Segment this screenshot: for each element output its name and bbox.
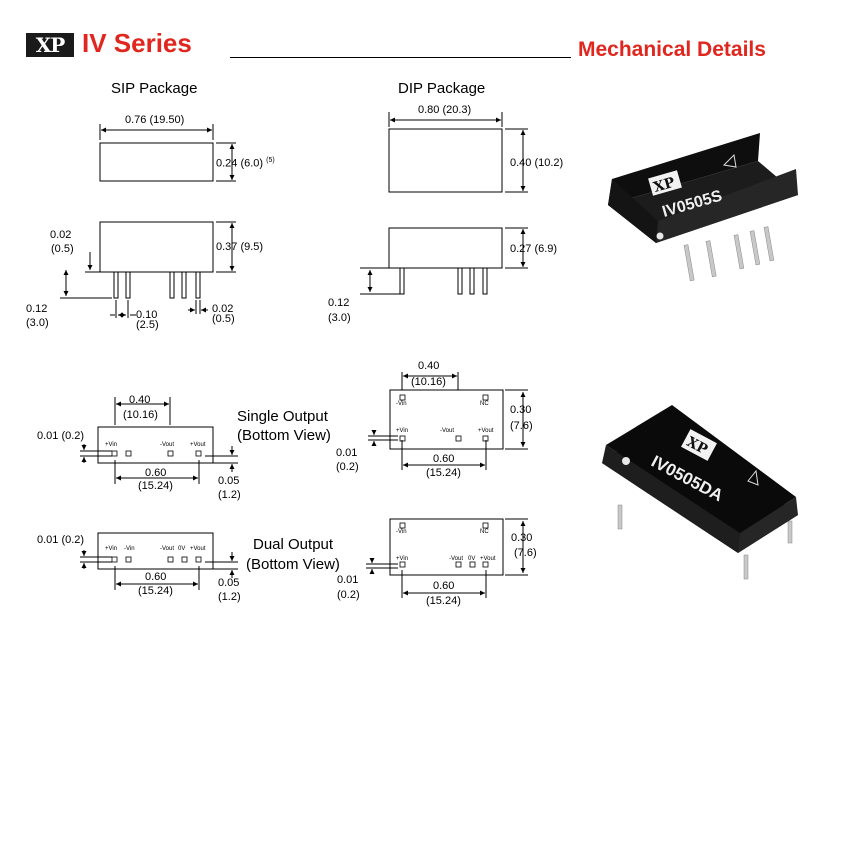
single-sip-edge-label: 0.05 <box>218 475 240 487</box>
single-sip-pin-pads <box>111 450 202 457</box>
dual-dip-pin-pads <box>399 522 489 568</box>
single-sip-pin-label: +Vin <box>105 442 118 448</box>
series-title: IV Series <box>82 28 192 58</box>
dip-width-label: 0.80 (20.3) <box>418 104 472 116</box>
dual-output-label: Dual Output <box>253 536 334 553</box>
dual-dip-pin-label: +Vin <box>396 556 409 562</box>
sip-photo-logo-box <box>648 170 682 196</box>
single-dip-offset-label: 0.01 <box>336 447 358 459</box>
single-dip-pin-label: +Vout <box>478 428 494 434</box>
single-dip-top-dim: 0.40 <box>418 360 440 372</box>
dip-photo-logo-box <box>681 429 717 461</box>
single-dip-side-label: 0.30 <box>510 404 532 416</box>
single-dip-pin-pads <box>399 394 489 442</box>
dip-pin-length-mm-label: (3.0) <box>328 312 351 324</box>
single-dip-pin-label: -Vin <box>396 401 407 407</box>
dual-sip-pin-pads <box>111 556 202 563</box>
sip-pitch-mm-label: (2.5) <box>136 319 159 331</box>
sip-side-height-label: 0.37 (9.5) <box>216 241 264 253</box>
single-sip-top-dim-mm: (10.16) <box>123 409 158 421</box>
sip-standoff-mm-label: (0.5) <box>51 243 74 255</box>
dip-side-body <box>388 227 503 269</box>
sip-height-label: 0.24 (6.0) (5) <box>216 157 275 170</box>
single-dip-bottom-dim-mm: (15.24) <box>426 467 461 479</box>
single-sip-bottom-body <box>97 426 214 464</box>
single-dip-bottom-body <box>389 389 504 450</box>
dip-side-height-label: 0.27 (6.9) <box>510 243 558 255</box>
sip-package-title: SIP Package <box>111 80 198 97</box>
section-title: Mechanical Details <box>578 38 766 61</box>
sip-height-note: (5) <box>266 157 275 164</box>
sip-pin-dia-mm-label: (0.5) <box>212 313 235 325</box>
single-output-label: Single Output <box>237 408 328 425</box>
single-dip-side-mm-label: (7.6) <box>510 420 533 432</box>
dual-sip-edge-mm-label: (1.2) <box>218 591 241 603</box>
dual-sip-pin-label: +Vout <box>190 546 206 552</box>
dual-sip-pin-label: +Vin <box>105 546 118 552</box>
single-dip-offset-mm-label: (0.2) <box>336 461 359 473</box>
sip-pin-dia-label: 0.02 <box>212 303 234 315</box>
dip-module-photo: XP IV0505DA <box>602 405 798 580</box>
sip-width-label: 0.76 (19.50) <box>125 114 185 126</box>
dip-top-body <box>388 128 503 193</box>
single-sip-pin-label: +Vout <box>190 442 206 448</box>
sip-standoff-label: 0.02 <box>50 229 72 241</box>
dual-dip-offset-mm-label: (0.2) <box>337 589 360 601</box>
sip-photo-logo-text: XP <box>652 175 677 196</box>
single-sip-top-dim: 0.40 <box>129 394 151 406</box>
dual-dip-bottom-dim: 0.60 <box>433 580 455 592</box>
single-dip-pin-label: -Vout <box>440 428 455 434</box>
single-dip-bottom-dim: 0.60 <box>433 453 455 465</box>
dual-sip-edge-label: 0.05 <box>218 577 240 589</box>
dual-dip-side-mm-label: (7.6) <box>514 547 537 559</box>
dual-dip-side-label: 0.30 <box>511 532 533 544</box>
dual-dip-pin-label: 0V <box>468 556 476 562</box>
dual-sip-bottom-body <box>97 532 214 570</box>
dual-sip-pin-label: -Vout <box>160 546 175 552</box>
single-sip-pin-label: -Vout <box>160 442 175 448</box>
dip-pin-length-label: 0.12 <box>328 297 350 309</box>
dual-sip-bottom-dim: 0.60 <box>145 571 167 583</box>
dual-sip-pin-label: -Vin <box>124 546 135 552</box>
dual-dip-pin-label: +Vout <box>480 556 496 562</box>
sip-height-value: 0.24 (6.0) <box>216 157 264 170</box>
single-dip-top-dim-mm: (10.16) <box>411 376 446 388</box>
dual-sip-bottom-dim-mm: (15.24) <box>138 585 173 597</box>
dual-dip-bottom-body <box>389 518 504 576</box>
dual-dip-pin-label: NC <box>480 529 489 535</box>
sip-top-body <box>99 142 214 182</box>
single-sip-edge-mm-label: (1.2) <box>218 489 241 501</box>
dip-package-title: DIP Package <box>398 80 486 97</box>
dual-output-view-label: (Bottom View) <box>246 556 340 573</box>
single-dip-pin-label: NC <box>480 401 489 407</box>
sip-module-photo: XP IV0505S <box>608 133 798 282</box>
dual-sip-pin-label: 0V <box>178 546 186 552</box>
dual-sip-offset-label: 0.01 (0.2) <box>37 534 85 546</box>
sip-side-body <box>99 221 214 273</box>
single-output-view-label: (Bottom View) <box>237 427 331 444</box>
dip-height-label: 0.40 (10.2) <box>510 157 564 169</box>
sip-pin-length-label: 0.12 <box>26 303 48 315</box>
dip-pins <box>399 267 488 295</box>
sip-pins <box>113 271 201 299</box>
dual-dip-pin-label: -Vin <box>396 529 407 535</box>
single-dip-pin-label: +Vin <box>396 428 409 434</box>
dual-dip-pin-label: -Vout <box>449 556 464 562</box>
dual-dip-offset-label: 0.01 <box>337 574 359 586</box>
sip-pitch-label: 0.10 <box>136 309 158 321</box>
header-rule <box>230 57 571 58</box>
single-sip-bottom-dim-mm: (15.24) <box>138 480 173 492</box>
xp-logo: XP <box>26 33 74 57</box>
single-sip-offset-label: 0.01 (0.2) <box>37 430 85 442</box>
single-sip-bottom-dim: 0.60 <box>145 467 167 479</box>
dual-dip-bottom-dim-mm: (15.24) <box>426 595 461 607</box>
sip-pin-length-mm-label: (3.0) <box>26 317 49 329</box>
